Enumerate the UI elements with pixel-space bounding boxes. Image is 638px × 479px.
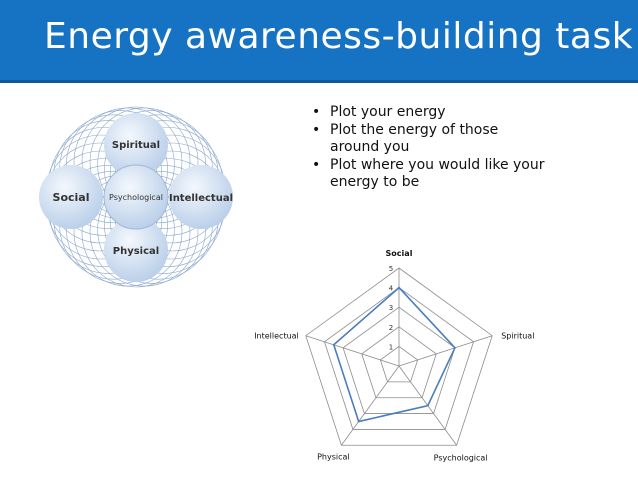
radar-category-label: Spiritual <box>501 332 534 341</box>
radar-tick-label: 3 <box>389 304 393 312</box>
radar-tick-label: 2 <box>389 324 393 332</box>
radar-series-line <box>332 286 456 423</box>
radar-axis <box>341 365 400 446</box>
radar-data-point <box>426 404 429 407</box>
node-left-label: Social <box>53 191 90 204</box>
radar-axis <box>305 335 400 367</box>
radar-category-label: Social <box>386 249 413 258</box>
node-center: Psychological <box>103 164 169 230</box>
bullet-text: Plot your energy <box>330 104 446 120</box>
radar-tick-label: 4 <box>389 285 394 293</box>
radar-data-point <box>357 420 360 423</box>
slide-title: Energy awareness-building task <box>44 16 634 57</box>
radar-category-label: Psychological <box>434 453 488 462</box>
radar-category-label: Physical <box>317 452 350 461</box>
radar-tick-label: 1 <box>389 343 393 351</box>
radar-data-point <box>454 346 456 349</box>
radar-gridline <box>323 287 475 430</box>
node-top: Spiritual <box>104 113 168 177</box>
radar-data-point <box>332 343 335 346</box>
node-bottom: Physical <box>104 218 168 282</box>
title-bar: Energy awareness-building task <box>0 0 638 83</box>
bullet-text: Plot where you would like your energy to… <box>330 157 545 190</box>
radar-gridline <box>305 267 493 446</box>
bullet-item: •Plot the energy of those around you <box>312 122 499 155</box>
node-right: Intellectual <box>169 165 233 229</box>
node-bottom-label: Physical <box>113 246 159 257</box>
bullet-item: •Plot where you would like your energy t… <box>312 157 545 190</box>
node-top-label: Spiritual <box>112 140 160 151</box>
node-center-label: Psychological <box>109 193 163 202</box>
node-left: Social <box>39 165 103 229</box>
radar-gridline <box>379 345 419 383</box>
bullet-item: •Plot your energy <box>312 104 446 120</box>
radar-category-label: Intellectual <box>254 332 299 341</box>
bullet-text: Plot the energy of those around you <box>330 122 499 155</box>
radar-data-point <box>398 286 400 289</box>
radar-gridline <box>342 306 456 414</box>
bullet-list: •Plot your energy •Plot the energy of th… <box>310 104 550 192</box>
radar-axis <box>398 335 493 367</box>
node-right-label: Intellectual <box>169 193 233 204</box>
radar-tick-label: 5 <box>389 265 393 273</box>
radar-gridline <box>361 326 437 399</box>
